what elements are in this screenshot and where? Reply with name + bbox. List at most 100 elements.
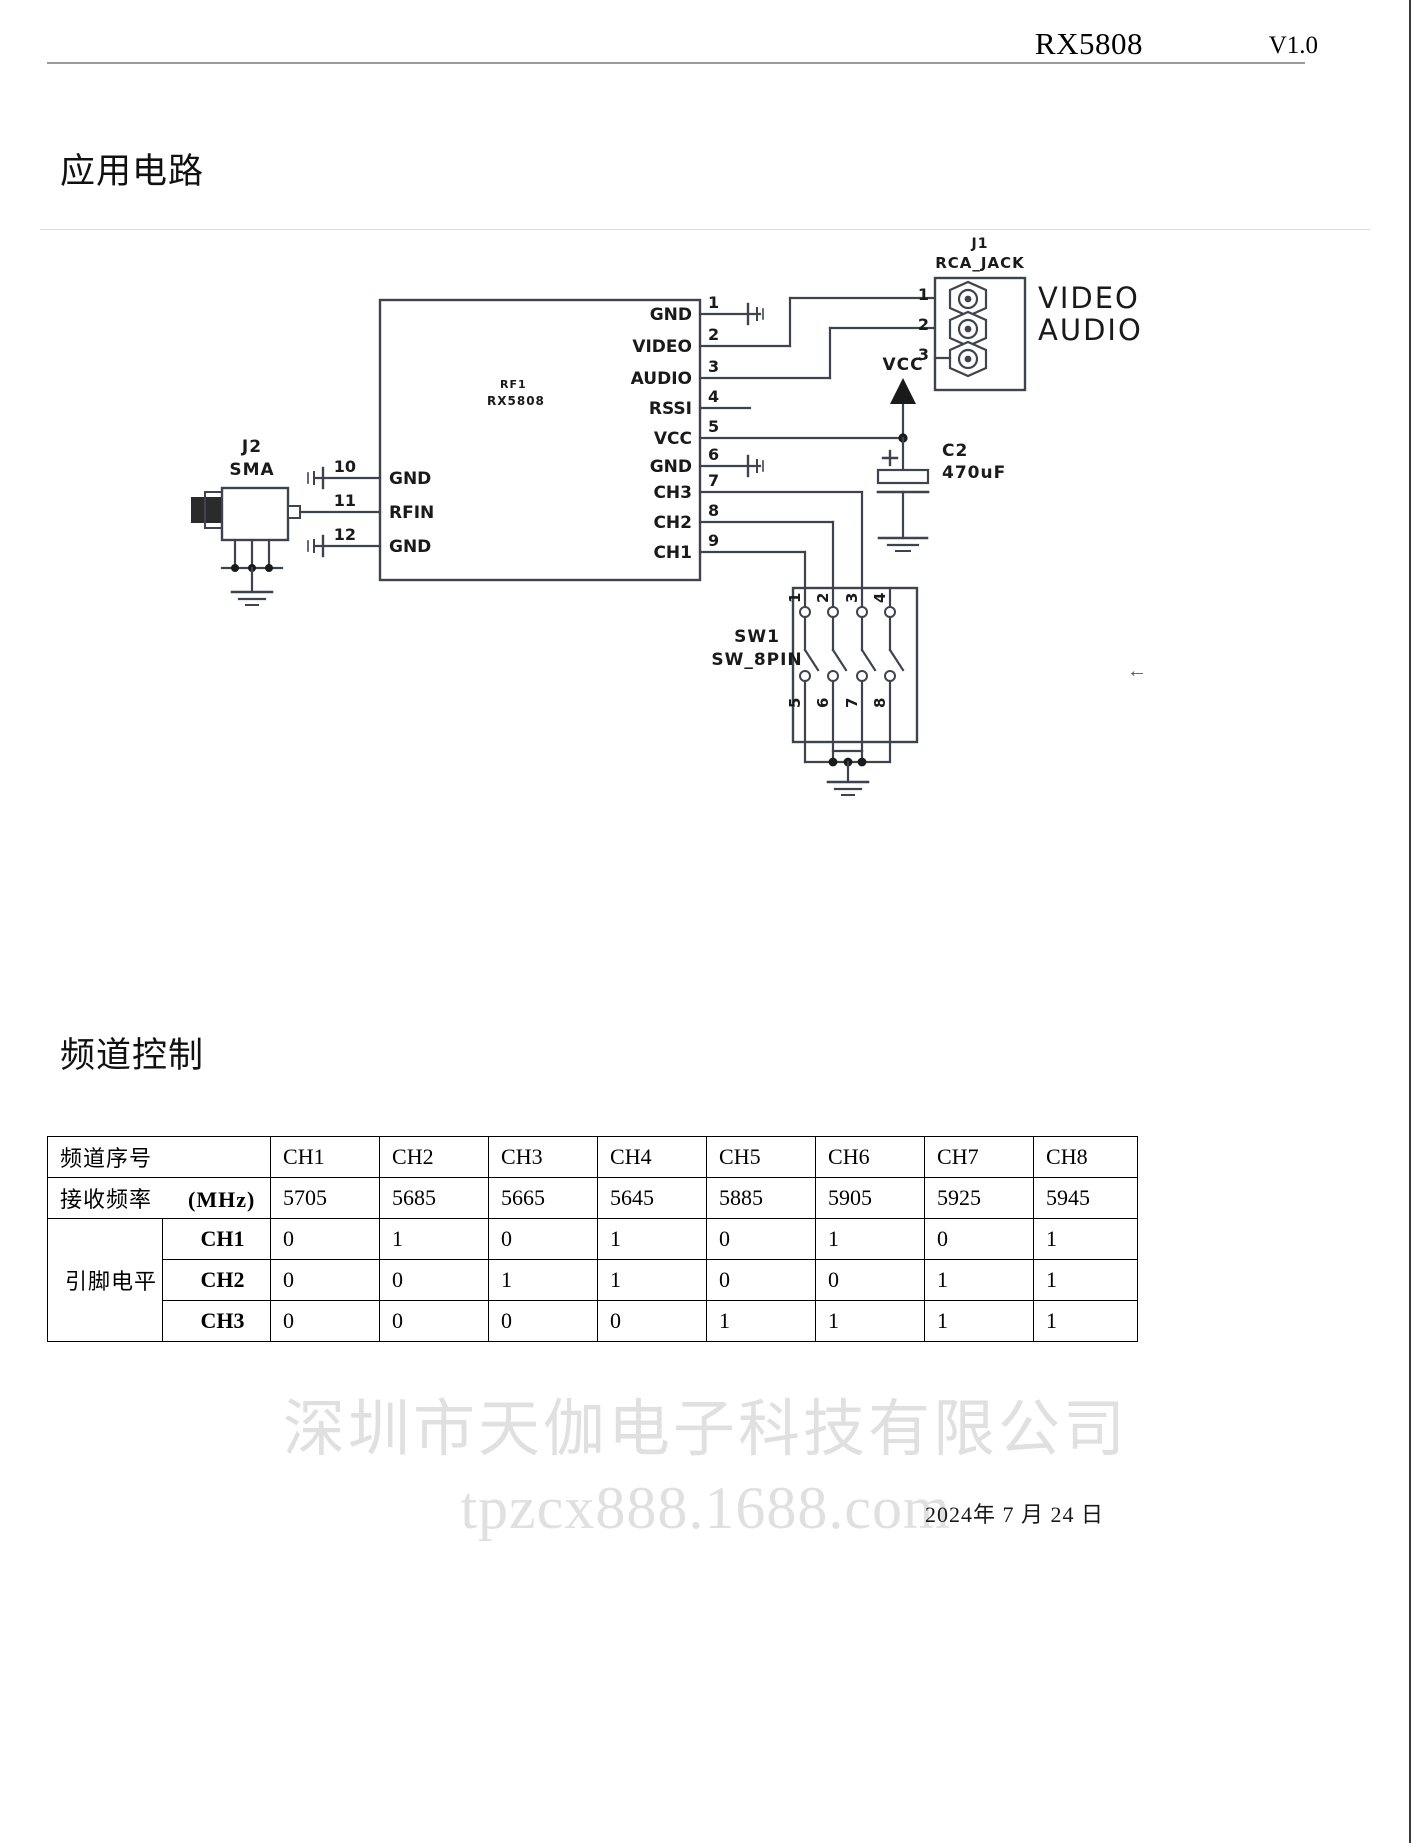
section-heading-application-circuit: 应用电路 <box>60 152 205 192</box>
pin-label-6: GND <box>650 457 692 477</box>
rca-pin-number-3: 3 <box>918 345 929 364</box>
section-heading-channel-control: 频道控制 <box>60 1036 205 1076</box>
vcc-power-symbol <box>890 378 916 404</box>
rca-pin-number-2: 2 <box>918 315 929 334</box>
frequency-value-0: 5705 <box>270 1177 381 1219</box>
table-row-pin-level-ch1: 引脚电平 CH1 0 1 0 1 0 1 0 1 <box>47 1218 1139 1342</box>
pin-level-1-3: 1 <box>597 1259 708 1301</box>
frequency-value-1: 5685 <box>379 1177 490 1219</box>
frequency-value-2: 5665 <box>488 1177 599 1219</box>
pin-label-9: CH1 <box>653 543 692 563</box>
pin-level-1-2: 1 <box>488 1259 599 1301</box>
pin-label-4: RSSI <box>649 399 692 419</box>
pin-level-1-6: 1 <box>924 1259 1035 1301</box>
channel-header-4: CH5 <box>706 1136 817 1178</box>
page-header: RX5808 V1.0 <box>0 26 1411 72</box>
pin-label-11: RFIN <box>389 503 434 523</box>
pin-level-0-6: 0 <box>924 1218 1035 1260</box>
pin-level-2-0: 0 <box>270 1300 381 1342</box>
pin-level-1-4: 0 <box>706 1259 817 1301</box>
dip-switch-pin-2: 2 <box>814 593 832 603</box>
rca-jack-value: RCA_JACK <box>935 254 1025 272</box>
sma-value: SMA <box>229 460 274 480</box>
page-right-border <box>1409 0 1411 1843</box>
footer-date: 2024年 7 月 24 日 <box>925 1502 1105 1527</box>
pin-number-3: 3 <box>708 357 719 376</box>
table-row-channel-index: 频道序号 CH1 CH2 CH3 CH4 CH5 CH6 CH7 CH8 <box>46 1136 1139 1178</box>
sma-refdes: J2 <box>241 437 262 457</box>
table-row-pin-level-ch3: CH3 0 0 0 0 1 1 1 1 <box>48 1300 1139 1342</box>
pin-level-2-2: 0 <box>488 1300 599 1342</box>
channel-control-table-wrapper: 频道序号 CH1 CH2 CH3 CH4 CH5 CH6 CH7 CH8 接收频… <box>46 1136 1139 1342</box>
header-part-number: RX5808 <box>1034 26 1143 61</box>
pin-level-0-7: 1 <box>1033 1218 1139 1260</box>
pin-number-5: 5 <box>708 417 719 436</box>
pin-level-1-0: 0 <box>270 1259 381 1301</box>
pin-number-12: 12 <box>334 525 356 544</box>
capacitor-value: 470uF <box>942 463 1006 483</box>
pin-number-8: 8 <box>708 501 719 520</box>
dip-switch-pin-8: 8 <box>871 698 889 708</box>
dip-switch-body <box>791 586 919 744</box>
channel-control-table: 频道序号 CH1 CH2 CH3 CH4 CH5 CH6 CH7 CH8 接收频… <box>46 1136 1139 1342</box>
channel-header-7: CH8 <box>1033 1136 1139 1178</box>
channel-header-0: CH1 <box>270 1136 381 1178</box>
label-frequency-unit: (MHz) <box>188 1187 256 1212</box>
pin-level-0-2: 0 <box>488 1218 599 1260</box>
dip-switch-pin-4: 4 <box>871 593 889 603</box>
label-pin-level: 引脚电平 <box>47 1218 163 1342</box>
capacitor-refdes: C2 <box>942 441 968 461</box>
pin-level-0-4: 0 <box>706 1218 817 1260</box>
pin-level-2-7: 1 <box>1033 1300 1139 1342</box>
header-version: V1.0 <box>1268 32 1318 59</box>
pin-number-10: 10 <box>334 457 356 476</box>
pin-label-8: CH2 <box>653 513 692 533</box>
pin-number-1: 1 <box>708 293 719 312</box>
channel-header-2: CH3 <box>488 1136 599 1178</box>
pin-label-1: GND <box>650 305 692 325</box>
pin-label-7: CH3 <box>653 483 692 503</box>
channel-header-1: CH2 <box>379 1136 490 1178</box>
pin-label-3: AUDIO <box>631 369 692 389</box>
pin-level-0-5: 1 <box>815 1218 926 1260</box>
frequency-value-6: 5925 <box>924 1177 1035 1219</box>
pin-number-11: 11 <box>334 491 356 510</box>
pin-level-2-3: 0 <box>597 1300 708 1342</box>
header-divider <box>47 62 1305 64</box>
pin-level-1-1: 0 <box>379 1259 490 1301</box>
pin-level-0-1: 1 <box>379 1218 490 1260</box>
pin-label-12: GND <box>389 537 431 557</box>
pin-level-row-label-2: CH3 <box>161 1300 272 1342</box>
rca-jack-refdes: J1 <box>971 236 989 252</box>
channel-header-3: CH4 <box>597 1136 708 1178</box>
ic-refdes: RF1 <box>500 378 527 391</box>
rca-pin-number-1: 1 <box>918 285 929 304</box>
dip-switch-pin-3: 3 <box>843 593 861 603</box>
ic-body-rx5808 <box>378 298 702 582</box>
pin-label-5: VCC <box>654 429 692 449</box>
frequency-value-5: 5905 <box>815 1177 926 1219</box>
pin-level-2-5: 1 <box>815 1300 926 1342</box>
section-divider-application-circuit <box>40 229 1370 230</box>
frequency-value-3: 5645 <box>597 1177 708 1219</box>
watermark-company-name: 深圳市天伽电子科技有限公司 <box>282 1392 1129 1465</box>
channel-header-5: CH6 <box>815 1136 926 1178</box>
dip-switch-value: SW_8PIN <box>711 650 802 670</box>
power-rail-label: VCC <box>882 355 923 375</box>
dip-switch-pin-5: 5 <box>786 698 804 708</box>
sma-connector-body <box>220 486 290 542</box>
pin-level-1-7: 1 <box>1033 1259 1139 1301</box>
pin-number-7: 7 <box>708 471 719 490</box>
label-receive-frequency: 接收频率 (MHz) <box>46 1177 272 1219</box>
dip-switch-refdes: SW1 <box>734 627 780 647</box>
frequency-value-7: 5945 <box>1033 1177 1139 1219</box>
dip-switch-pin-7: 7 <box>843 698 861 708</box>
frequency-value-4: 5885 <box>706 1177 817 1219</box>
label-receive-frequency-text: 接收频率 <box>60 1187 153 1212</box>
paragraph-mark: ← <box>1127 660 1147 682</box>
ic-value: RX5808 <box>487 394 545 408</box>
pin-label-10: GND <box>389 469 431 489</box>
pin-level-row-label-0: CH1 <box>161 1218 272 1260</box>
channel-header-6: CH7 <box>924 1136 1035 1178</box>
